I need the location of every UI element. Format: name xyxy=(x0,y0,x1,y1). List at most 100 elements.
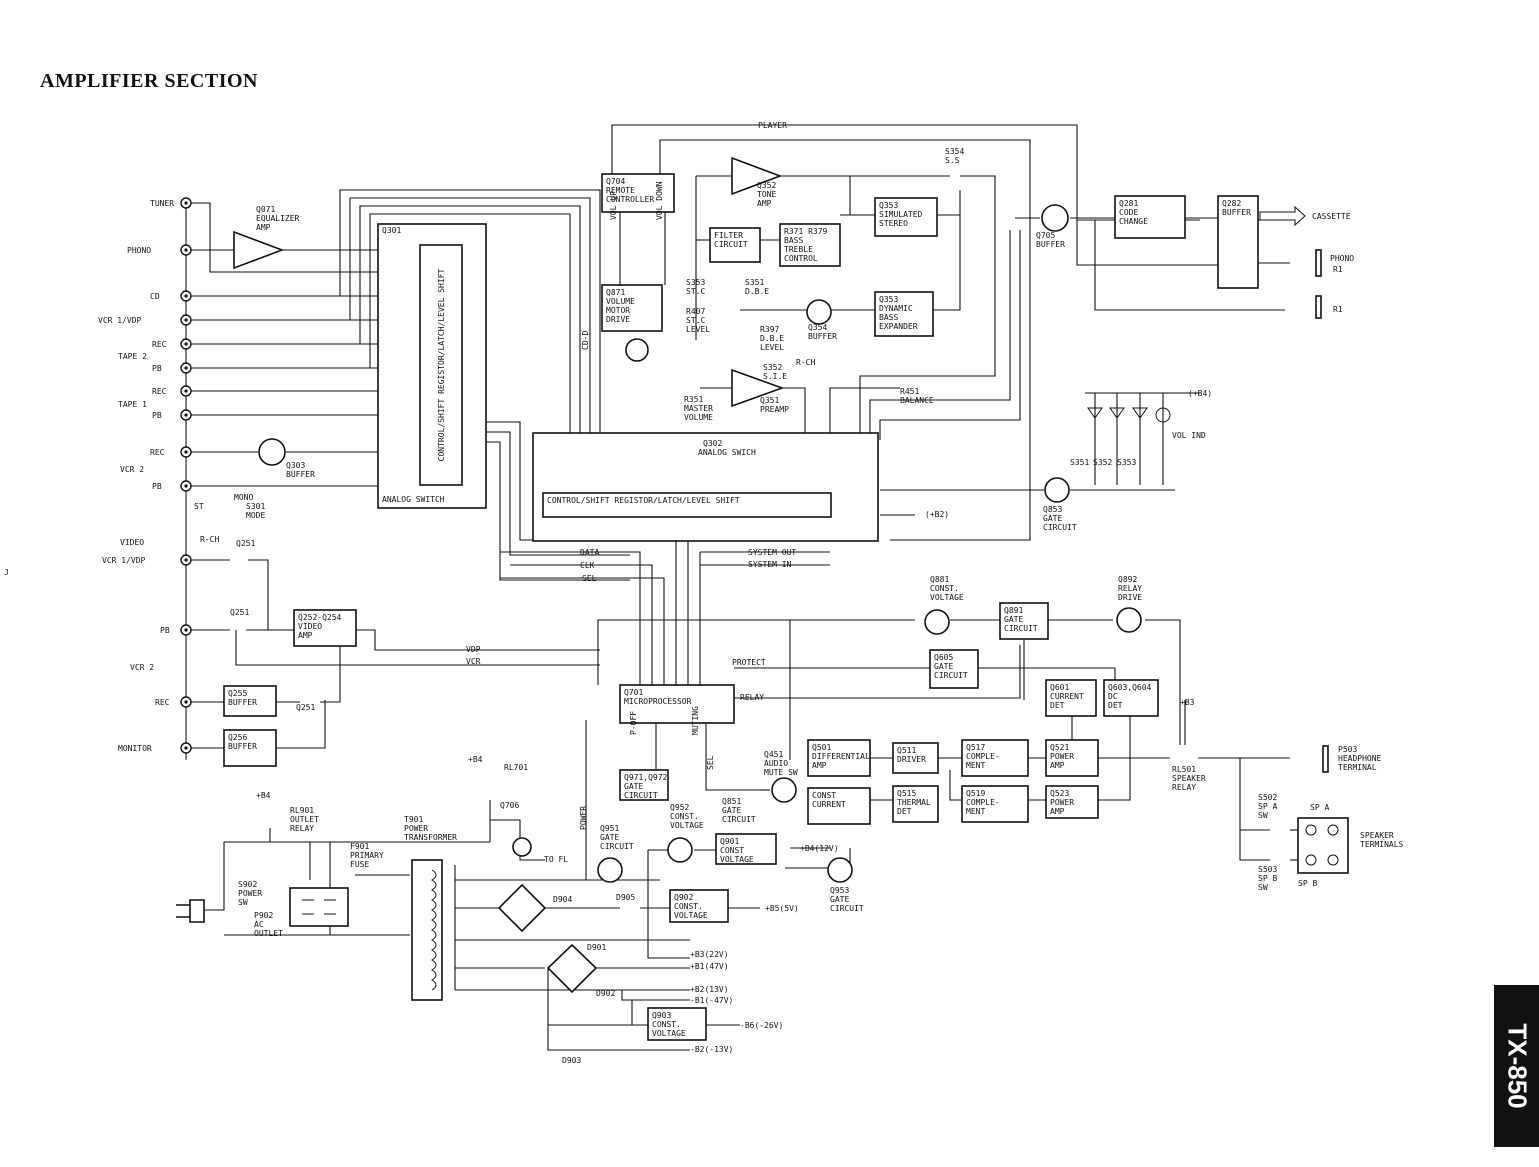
label-q853-line: CIRCUIT xyxy=(1043,523,1077,532)
label-d902: D902 xyxy=(596,989,615,998)
block-frame xyxy=(647,1007,707,1041)
input-jack-pin xyxy=(184,366,188,370)
label-spa: SP A xyxy=(1310,803,1329,812)
block-text: EXPANDER xyxy=(879,322,918,331)
label-f901-line: F901 xyxy=(350,842,369,851)
block-text: Q302 xyxy=(703,439,722,448)
label-clk: CLK xyxy=(580,561,595,570)
block-text: CURRENT xyxy=(1050,692,1084,701)
block-text: DRIVER xyxy=(897,755,926,764)
input-label-16: VCR 2 xyxy=(130,663,154,672)
label-q881-line: VOLTAGE xyxy=(930,593,964,602)
label-s351-line: D.B.E xyxy=(745,287,769,296)
block-text: Q255 xyxy=(228,689,247,698)
label-player: PLAYER xyxy=(758,121,787,130)
label-s902-line: SW xyxy=(238,898,248,907)
label-p503-line: HEADPHONE xyxy=(1338,754,1382,763)
label-mono: MONO xyxy=(234,493,253,502)
label-b3-22v: +B3(22V) xyxy=(690,950,729,959)
block-text: MENT xyxy=(966,761,985,770)
input-jack-pin xyxy=(184,484,188,488)
block-text: REMOTE xyxy=(606,186,635,195)
block-text: CONST xyxy=(812,791,836,800)
label-s503-line: SW xyxy=(1258,883,1268,892)
block-q301b: ANALOG SWITCH xyxy=(382,495,445,504)
block-text: CIRCUIT xyxy=(934,671,968,680)
label-p902-line: AC xyxy=(254,920,264,929)
block-text: SIMULATED xyxy=(879,210,923,219)
p902-outlet-symbol xyxy=(289,887,349,927)
label-q892-line: RELAY xyxy=(1118,584,1142,593)
q352-amp-symbol xyxy=(731,156,783,196)
label-power: POWER xyxy=(579,806,588,830)
label-q952-line: Q952 xyxy=(670,803,689,812)
block-frame xyxy=(532,432,879,542)
label-q071-line: EQUALIZER xyxy=(256,214,300,223)
input-label-8: TAPE 1 xyxy=(118,400,147,409)
block-text: FILTER xyxy=(714,231,743,240)
block-frame xyxy=(542,492,832,518)
label-muting: MUTING xyxy=(691,706,700,735)
block-text: Q353 xyxy=(879,201,898,210)
block-text: AMP xyxy=(812,761,827,770)
label-b5-5v: +B5(5V) xyxy=(765,904,799,913)
input-jack-pin xyxy=(184,628,188,632)
input-label-0: TUNER xyxy=(150,199,174,208)
block-frame xyxy=(892,785,939,823)
label-q851-line: Q851 xyxy=(722,797,741,806)
label-rl901-line: RELAY xyxy=(290,824,314,833)
label-q892-line: Q892 xyxy=(1118,575,1137,584)
block-frame xyxy=(1114,195,1186,239)
label-b4-12v: +B4(12V) xyxy=(800,844,839,853)
block-text: Q701 xyxy=(624,688,643,697)
label-vol-up: VOL UP xyxy=(609,191,618,220)
label-s351b: S351 xyxy=(1070,458,1089,467)
label-q351-line: Q351 xyxy=(760,396,779,405)
block-text: Q281 xyxy=(1119,199,1138,208)
block-frame xyxy=(874,197,938,237)
label-t901-line: POWER xyxy=(404,824,428,833)
page-title: AMPLIFIER SECTION xyxy=(40,70,258,92)
block-frame xyxy=(999,602,1049,640)
q892-symbol xyxy=(1116,607,1142,633)
label-s503-line: S503 xyxy=(1258,865,1277,874)
block-text: Q282 xyxy=(1222,199,1241,208)
block-text: Q704 xyxy=(606,177,625,186)
label-p503-line: P503 xyxy=(1338,745,1357,754)
block-text: Q891 xyxy=(1004,606,1023,615)
label-cassette: CASSETTE xyxy=(1312,212,1351,221)
label-f901-line: PRIMARY xyxy=(350,851,384,860)
label-side-mark: J xyxy=(4,568,9,577)
input-jack-pin xyxy=(184,746,188,750)
model-tab: TX-850 xyxy=(1494,985,1539,1147)
block-frame xyxy=(874,291,934,337)
input-label-6: PB xyxy=(152,364,162,373)
input-jack-pin xyxy=(184,294,188,298)
block-text: Q971,Q972 xyxy=(624,773,668,782)
label-q071-line: AMP xyxy=(256,223,271,232)
block-text: POWER xyxy=(1050,798,1074,807)
label-f901-line: FUSE xyxy=(350,860,369,869)
label-s354-line: S354 xyxy=(945,147,964,156)
block-text: AMP xyxy=(298,631,313,640)
input-label-10: REC xyxy=(150,448,165,457)
label-p902-line: OUTLET xyxy=(254,929,283,938)
q451-symbol xyxy=(771,777,797,803)
block-text: Q256 xyxy=(228,733,247,742)
